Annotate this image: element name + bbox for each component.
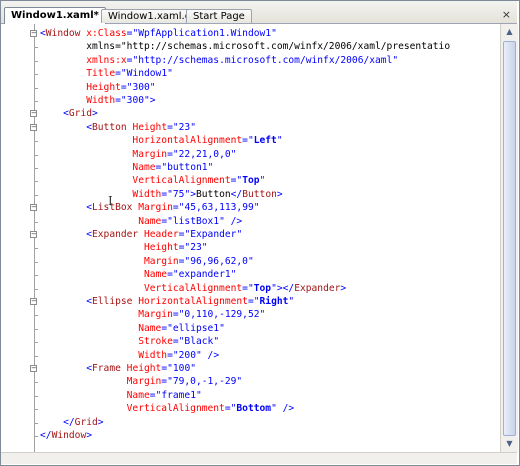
code-line[interactable]: Width="75">Button</Button>: [132, 188, 283, 200]
code-line[interactable]: Stroke="Black": [138, 336, 220, 348]
scroll-down-icon[interactable]: ▼: [506, 439, 513, 448]
collapse-icon[interactable]: −: [30, 29, 37, 37]
code-line[interactable]: Name="frame1": [126, 389, 202, 401]
scroll-up-icon[interactable]: ▲: [506, 27, 513, 36]
outline-tick: [34, 409, 38, 411]
outline-tick: [34, 60, 38, 62]
outline-tick: [34, 328, 38, 330]
scrollbar-thumb[interactable]: [503, 41, 516, 436]
outline-tick: [34, 221, 38, 223]
outline-tick: [34, 168, 38, 169]
code-line[interactable]: <ListBox Margin="45,63,113,99": [86, 202, 260, 214]
code-line[interactable]: <Grid>: [63, 108, 98, 120]
outline-tick: [34, 87, 38, 89]
outline-tick: [34, 422, 38, 424]
code-line[interactable]: Margin="96,96,62,0": [143, 255, 254, 267]
outline-tick: [34, 181, 38, 183]
code-line[interactable]: Name="expander1": [143, 269, 237, 281]
code-line[interactable]: <Ellipse HorizontalAlignment="Right": [86, 296, 295, 307]
horizontal-scrollbar[interactable]: [1, 452, 517, 464]
outline-tick: [34, 141, 38, 143]
code-line[interactable]: Name="button1": [132, 162, 214, 173]
code-line[interactable]: Title="Window1": [86, 68, 173, 80]
code-line[interactable]: <Frame Height="100": [86, 363, 196, 374]
collapse-icon[interactable]: −: [30, 122, 37, 131]
code-line[interactable]: xmlns="http://schemas.microsoft.com/winf…: [40, 41, 451, 53]
collapse-icon[interactable]: −: [30, 230, 37, 238]
code-line[interactable]: Margin="0,110,-129,52": [138, 309, 266, 321]
collapse-icon[interactable]: −: [30, 109, 37, 118]
code-line[interactable]: <Window x:Class="WpfApplication1.Window1…: [40, 28, 277, 39]
collapse-icon[interactable]: −: [30, 364, 37, 372]
outline-tick: [34, 194, 38, 196]
outline-tick: [34, 47, 38, 49]
document-tab-bar: Window1.xaml* Window1.xaml.cs Start Page…: [1, 1, 517, 24]
outline-tick: [34, 248, 38, 250]
outline-tick: [34, 395, 38, 397]
code-line[interactable]: Width="200" />: [138, 349, 220, 361]
code-line[interactable]: VerticalAlignment="Top"></Expander>: [143, 282, 347, 294]
outline-tick: [34, 74, 38, 76]
code-line[interactable]: </Window>: [40, 430, 92, 441]
code-line[interactable]: HorizontalAlignment="Left": [132, 135, 283, 147]
code-line[interactable]: VerticalAlignment="Bottom" />: [126, 403, 295, 415]
code-line[interactable]: </Grid>: [63, 416, 104, 428]
outline-tick: [34, 436, 38, 437]
outline-tick: [34, 315, 38, 317]
code-line[interactable]: <Expander Header="Expander": [86, 229, 243, 240]
code-line[interactable]: Name="listBox1" />: [138, 215, 243, 227]
code-line[interactable]: VerticalAlignment="Top": [132, 175, 266, 187]
outline-tick: [34, 342, 38, 344]
text-cursor-icon: I: [108, 194, 113, 208]
code-editor[interactable]: <Window x:Class="WpfApplication1.Window1…: [1, 24, 500, 452]
outline-tick: [34, 261, 38, 263]
outline-tick: [34, 154, 38, 156]
outline-tick: [34, 288, 38, 290]
vertical-scrollbar[interactable]: ▲ ▼: [500, 24, 518, 452]
code-line[interactable]: Height="300": [86, 81, 156, 93]
code-line[interactable]: Margin="79,0,-1,-29": [126, 376, 243, 388]
tab-window1-xaml[interactable]: Window1.xaml*: [4, 7, 106, 24]
code-line[interactable]: Margin="22,21,0,0": [132, 148, 237, 160]
close-icon[interactable]: ×: [501, 8, 511, 21]
collapse-icon[interactable]: −: [30, 297, 37, 305]
code-line[interactable]: Name="ellipse1": [138, 322, 225, 334]
collapse-icon[interactable]: −: [30, 203, 37, 212]
code-line[interactable]: Width="300">: [86, 95, 156, 106]
tab-start-page[interactable]: Start Page: [186, 9, 252, 23]
outline-gutter: [34, 24, 35, 452]
outline-tick: [34, 275, 38, 277]
outline-tick: [34, 382, 38, 384]
outline-tick: [34, 355, 38, 357]
outline-tick: [34, 101, 38, 102]
code-line[interactable]: xmlns:x="http://schemas.microsoft.com/wi…: [86, 54, 399, 66]
code-line[interactable]: <Button Height="23": [86, 121, 196, 133]
code-line[interactable]: Height="23": [143, 242, 208, 254]
